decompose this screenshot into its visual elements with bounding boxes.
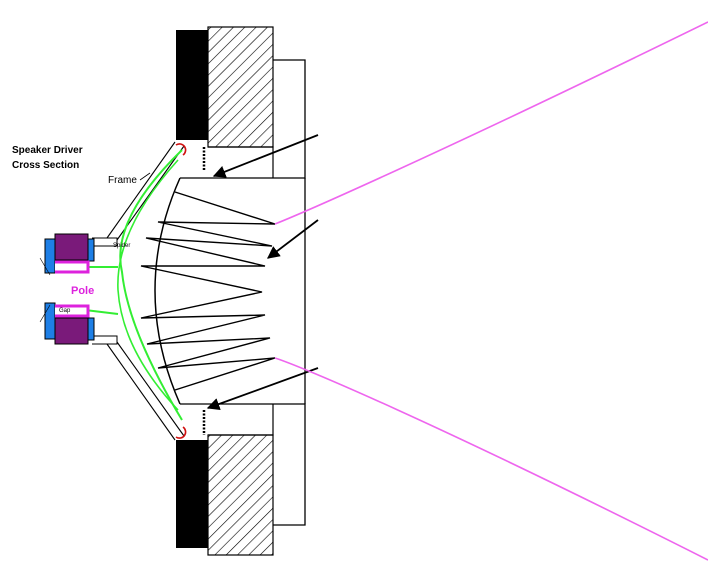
beam-lines xyxy=(274,21,708,561)
beam-line-upper xyxy=(274,21,708,225)
diagram-title-line1: Speaker Driver xyxy=(12,145,83,156)
cone-green xyxy=(84,149,183,421)
zigzag-rays xyxy=(140,191,276,391)
magnet-hatched-bottom xyxy=(207,434,274,556)
back-plate-top xyxy=(180,59,306,179)
frame-basket xyxy=(92,141,187,441)
label-frame: Frame xyxy=(108,175,137,186)
label-spider: Spider xyxy=(113,243,130,249)
surround-bottom xyxy=(175,426,187,439)
label-gap: Gap xyxy=(59,308,71,314)
diagram-title-line2: Cross Section xyxy=(12,160,79,171)
label-pole: Pole xyxy=(71,285,94,297)
top-plate-bottom xyxy=(176,440,208,548)
magnet-assembly-top xyxy=(176,26,306,179)
arrow-bottom xyxy=(206,367,319,411)
magnet-hatched-top xyxy=(207,26,274,148)
surround-top xyxy=(175,143,187,156)
dust-cap-curve xyxy=(154,177,181,405)
cone-outer xyxy=(119,149,183,421)
arrow-top xyxy=(212,134,319,178)
cone-inner xyxy=(117,159,179,411)
beam-line-lower xyxy=(274,357,708,561)
inset-magnet xyxy=(39,233,95,345)
top-plate-top xyxy=(176,30,208,140)
magnet-assembly-bottom xyxy=(176,403,306,556)
center-pole xyxy=(154,177,306,405)
back-plate-bottom xyxy=(180,403,306,526)
arrow-middle xyxy=(266,219,319,259)
arrows xyxy=(206,134,319,411)
